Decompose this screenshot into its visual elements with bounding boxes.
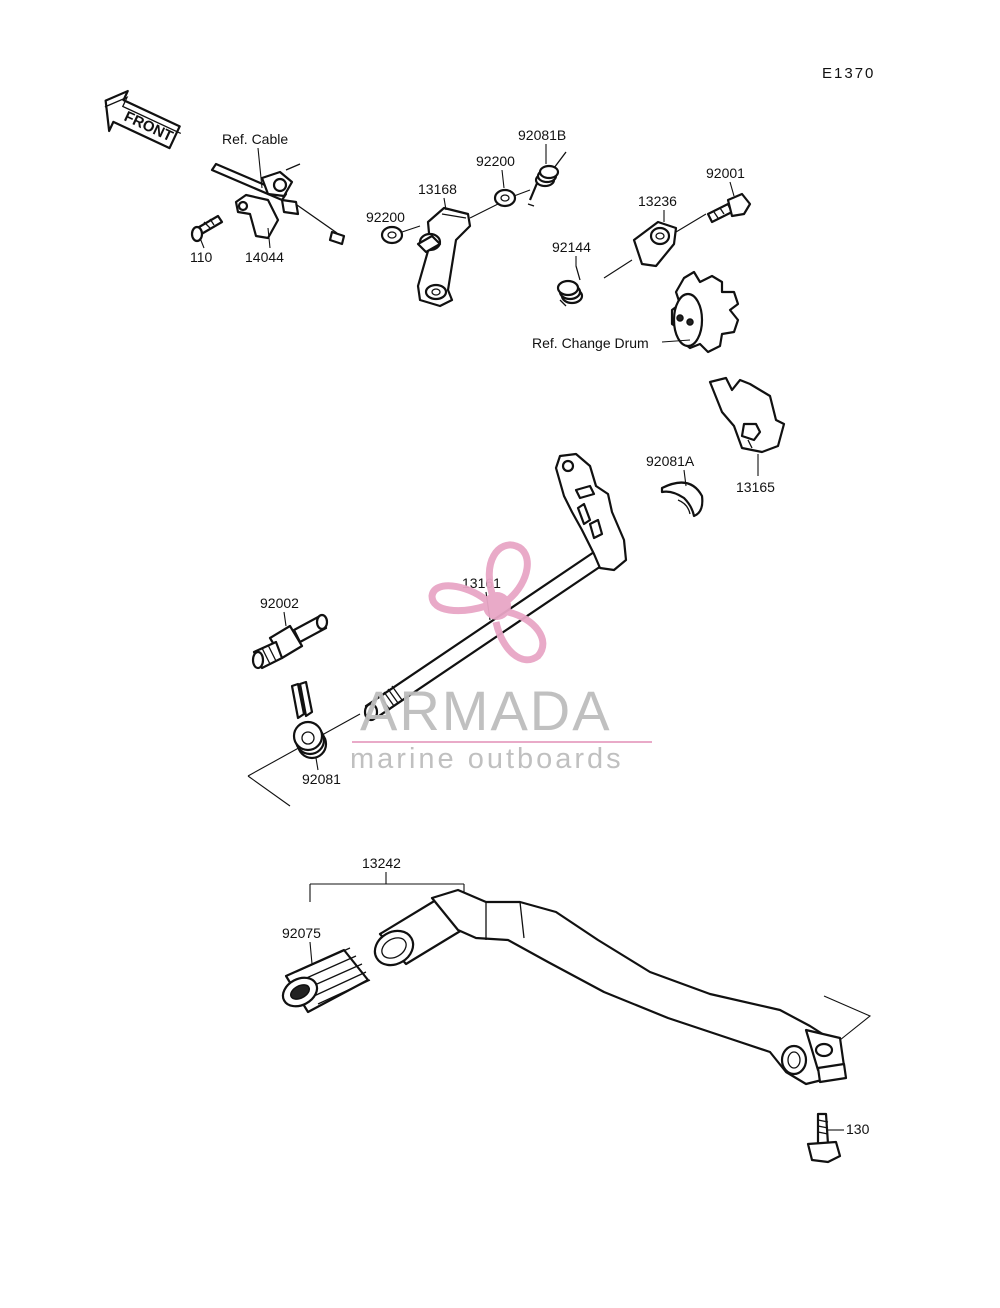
label-13242: 13242: [362, 855, 401, 871]
shift-pedal-13242: [373, 888, 848, 1086]
label-130: 130: [846, 1121, 870, 1137]
label-13165: 13165: [736, 479, 775, 495]
label-13236: 13236: [638, 193, 677, 209]
shift-shaft-13161: [363, 452, 628, 722]
label-ref-change-drum: Ref. Change Drum: [532, 335, 649, 351]
clip-92081A: [660, 481, 704, 518]
diagram-code: E1370: [822, 65, 875, 82]
watermark-subtitle: marine outboards: [350, 743, 624, 775]
label-92081A: 92081A: [646, 453, 695, 469]
label-92200-b: 92200: [476, 153, 515, 169]
shift-mechanism-arm: [380, 188, 531, 308]
pedal-rubber-92075: [281, 947, 371, 1014]
label-92144: 92144: [552, 239, 591, 255]
spring-92144: [556, 265, 584, 307]
label-110: 110: [190, 249, 213, 265]
change-drum: [670, 270, 740, 354]
propeller-hub-icon: [483, 592, 511, 620]
cable-bracket-assembly: [190, 162, 346, 246]
label-92002: 92002: [260, 595, 299, 611]
cam-13236: [632, 213, 707, 268]
armada-logo: ARMADA marine outboards: [350, 541, 652, 775]
bolt-130: [806, 1112, 842, 1164]
front-arrow-icon: FRONT: [104, 89, 182, 150]
label-14044: 14044: [245, 249, 284, 265]
watermark-title: ARMADA: [360, 679, 612, 742]
label-ref-cable: Ref. Cable: [222, 131, 288, 147]
pawl-plate-13165: [708, 376, 786, 454]
spring-92081: [290, 680, 328, 760]
spring-92081B: [527, 151, 567, 207]
propeller-logo-icon: [428, 541, 547, 664]
label-92200-a: 92200: [366, 209, 405, 225]
label-92081B: 92081B: [518, 127, 566, 143]
bolt-92001: [706, 192, 752, 224]
label-92001: 92001: [706, 165, 745, 181]
pin-92002: [251, 613, 329, 670]
label-92075: 92075: [282, 925, 321, 941]
label-13168: 13168: [418, 181, 457, 197]
label-92081: 92081: [302, 771, 341, 787]
